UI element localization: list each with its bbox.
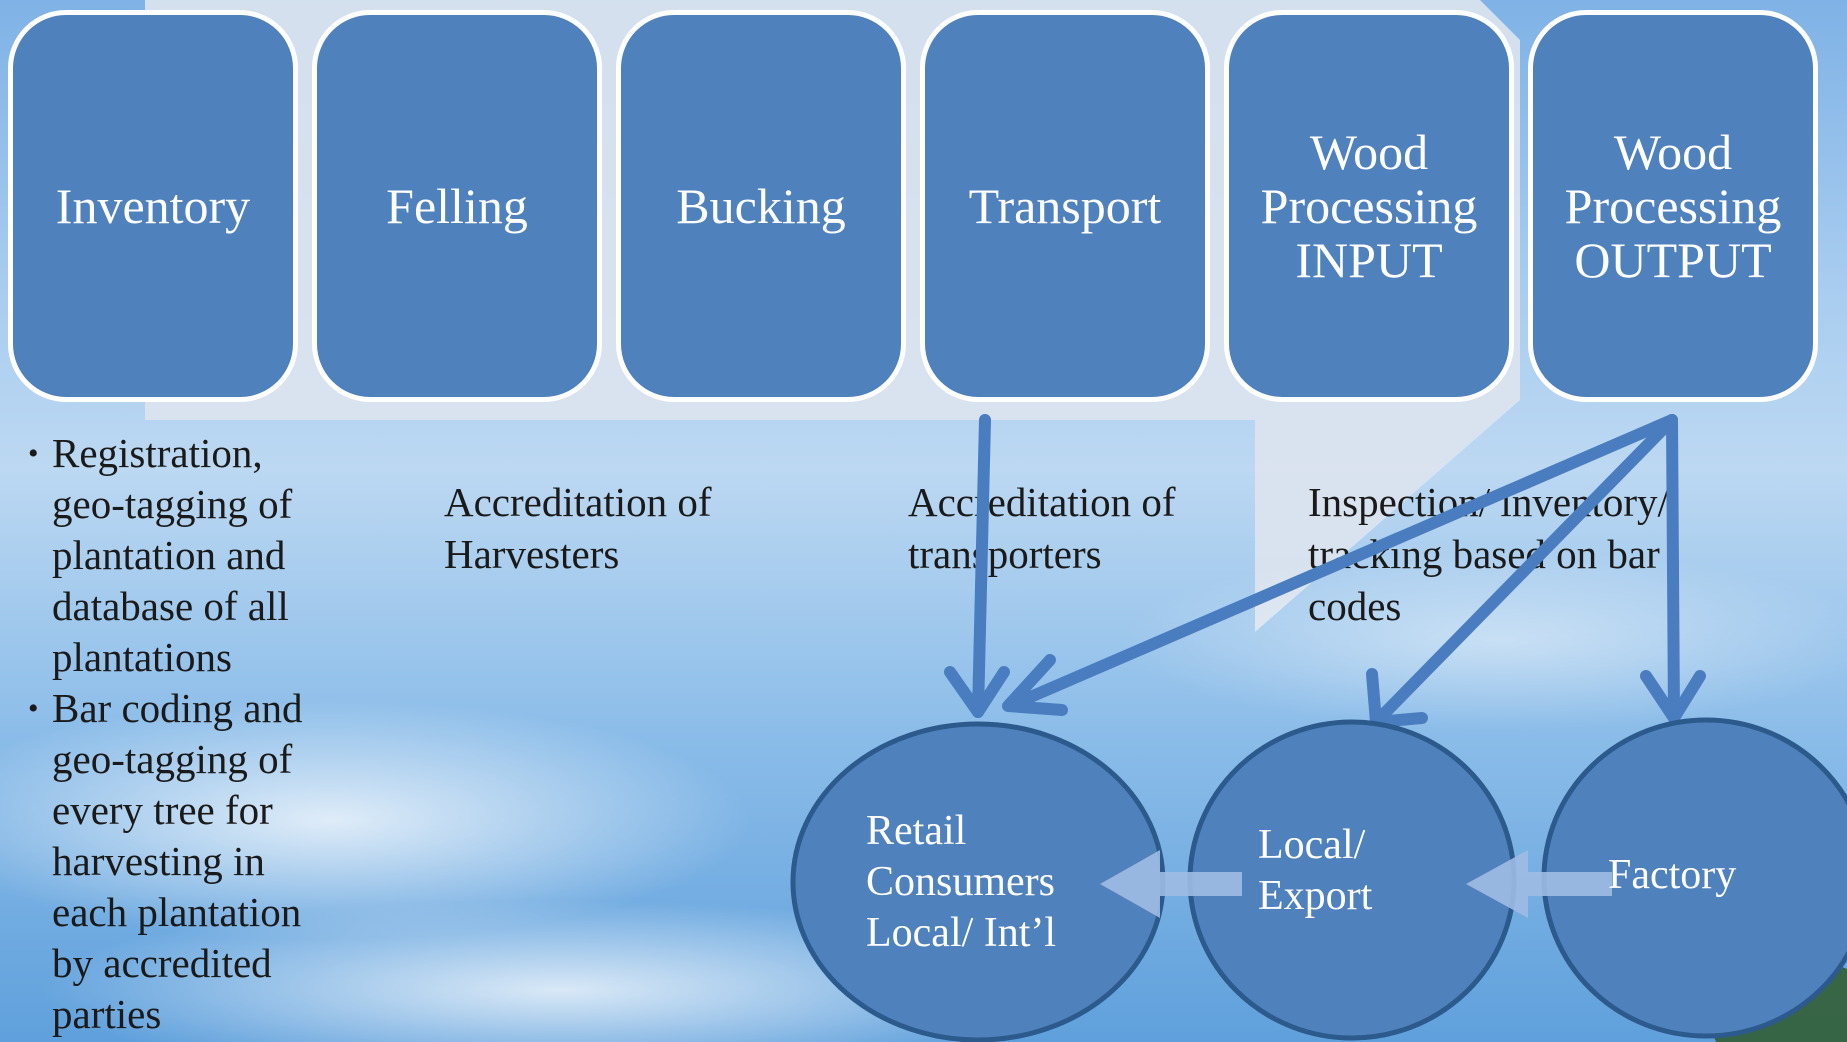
arrowhead-transport-to-retail <box>944 666 1010 718</box>
arrow-transport-to-retail <box>972 414 991 718</box>
step-bucking: Bucking <box>616 10 906 402</box>
arrow-export-to-retail <box>1100 850 1242 918</box>
arrow-factory-to-export <box>1466 850 1612 918</box>
cloud-shape <box>1120 550 1847 730</box>
arrow-output-to-retail <box>1006 414 1678 711</box>
processing-note: Inspection/ inventory/ tracking based on… <box>1308 479 1669 629</box>
local-export-label: Local/ Export <box>1258 822 1373 919</box>
inventory-notes: Registration, geo-tagging of plantation … <box>28 428 302 1040</box>
factory-label: Factory <box>1608 852 1737 898</box>
step-felling: Felling <box>312 10 602 402</box>
arrow-output-to-export <box>1370 414 1678 728</box>
arrowhead-output-to-factory <box>1640 670 1706 724</box>
step-wood-processing-input: Wood Processing INPUT <box>1224 10 1514 402</box>
arrow-output-to-factory <box>1666 414 1680 724</box>
arrowhead-output-to-retail <box>1002 654 1068 716</box>
inventory-note-bar-coding: Bar coding and geo-tagging of every tree… <box>28 683 302 1040</box>
step-transport: Transport <box>920 10 1210 402</box>
transport-note: Accreditation of transporters <box>908 479 1176 577</box>
inventory-note-registration: Registration, geo-tagging of plantation … <box>28 428 302 683</box>
retail-consumers-label: Retail Consumers Local/ Int’l <box>866 808 1057 956</box>
step-inventory: Inventory <box>8 10 298 402</box>
step-wood-processing-output: Wood Processing OUTPUT <box>1528 10 1818 402</box>
felling-note: Accreditation of Harvesters <box>444 479 712 577</box>
